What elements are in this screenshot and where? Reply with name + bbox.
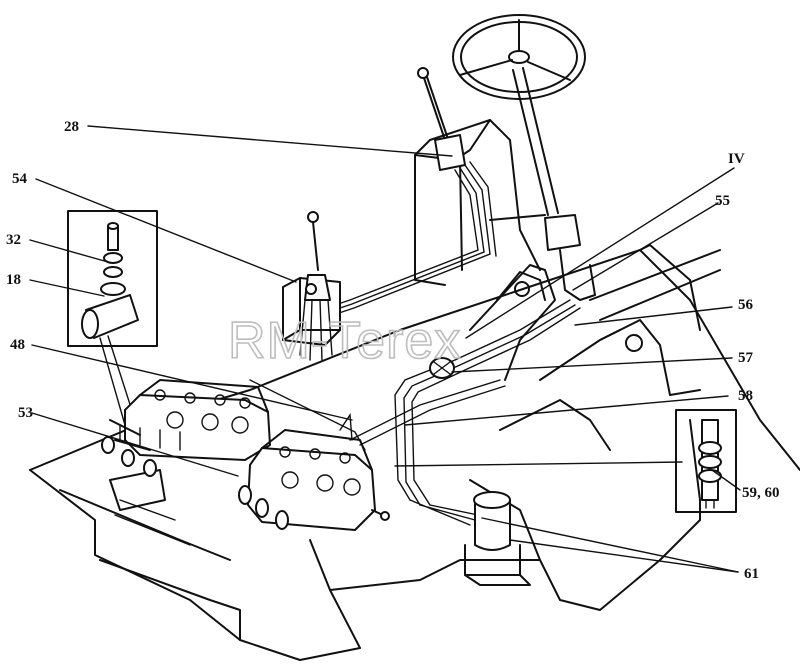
leader-5960: [711, 469, 741, 491]
leader-48: [31, 344, 353, 421]
leader-IV: [465, 167, 735, 339]
leader-61b: [509, 539, 739, 573]
leader-18: [29, 279, 105, 297]
callout-57: 57: [738, 350, 754, 366]
steering-wheel: [452, 14, 586, 100]
leader-32: [29, 239, 109, 263]
leader-58: [404, 395, 729, 426]
callout-54: 54: [12, 171, 28, 187]
leader-56: [574, 306, 733, 326]
joystick-54: [282, 211, 341, 361]
valve-block-53: [238, 412, 390, 531]
callout-IV: IV: [728, 151, 745, 167]
inset-detail-32-18: [67, 210, 158, 426]
callout-59-60: 59, 60: [742, 485, 780, 501]
callout-56: 56: [738, 297, 754, 313]
leader-28: [87, 125, 453, 157]
callout-32: 32: [6, 232, 21, 248]
leader-lines: [29, 125, 741, 573]
callout-53: 53: [18, 405, 33, 421]
watermark-text: RM-Terex: [228, 312, 461, 370]
callout-labels: 28 54 32 18 48 53 IV 55 56 57 58 59, 60 …: [6, 119, 780, 582]
leader-55: [572, 202, 719, 291]
callout-55: 55: [715, 193, 730, 209]
callout-28: 28: [64, 119, 79, 135]
inset-detail-59-60: [675, 409, 737, 513]
callout-61: 61: [744, 566, 759, 582]
console-housing: [414, 119, 546, 286]
callout-48: 48: [10, 337, 25, 353]
leader-61: [481, 517, 739, 573]
cylinder-61: [464, 491, 531, 586]
callout-58: 58: [738, 388, 753, 404]
leader-58b: [394, 461, 683, 467]
valve-block-48: [101, 379, 271, 477]
leader-53: [31, 412, 239, 477]
steering-column: [512, 67, 596, 301]
leader-54: [35, 178, 297, 283]
callout-18: 18: [6, 272, 21, 288]
valve-57: [429, 357, 455, 379]
leader-57: [451, 357, 733, 373]
